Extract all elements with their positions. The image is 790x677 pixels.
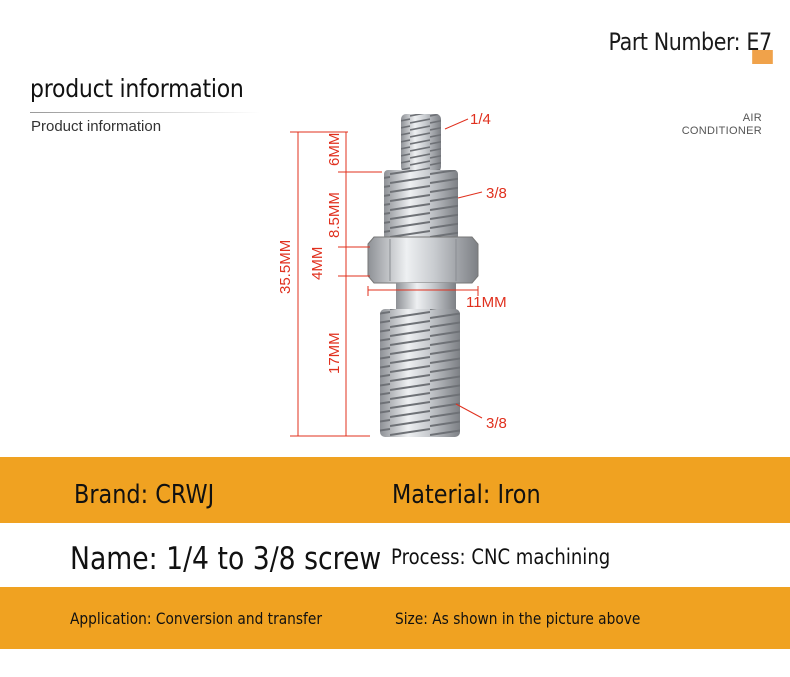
mid-thread [384, 170, 458, 240]
nut-length-label: 4MM [309, 247, 326, 280]
mid-length-label: 8.5MM [326, 192, 343, 238]
mid-thread-label: 3/8 [486, 185, 507, 202]
material-spec: Material: Iron [392, 480, 541, 510]
part-number-suffix: 7 [752, 28, 773, 64]
part-number-prefix: Part Number: E [608, 28, 760, 56]
page-subtitle: Product information [31, 118, 162, 135]
dimension-lines [290, 118, 483, 437]
size-spec: Size: As shown in the picture above [395, 609, 641, 628]
brand-spec: Brand: CRWJ [74, 480, 215, 510]
bottom-thread [380, 309, 460, 437]
page-title: product information [30, 74, 244, 103]
corner-note: AIR CONDITIONER [682, 112, 762, 138]
screw-diagram: 1/4 3/8 3/8 11MM 35.5MM 6MM 8.5MM 4MM 17… [277, 111, 507, 437]
spec-band-3 [0, 587, 790, 649]
part-number: Part Number: E7 [608, 28, 773, 64]
application-spec: Application: Conversion and transfer [70, 609, 323, 628]
title-divider [30, 112, 260, 113]
name-spec: Name: 1/4 to 3/8 screw [70, 541, 382, 577]
process-spec: Process: CNC machining [391, 545, 611, 569]
nut-width-label: 11MM [466, 294, 507, 311]
collar [396, 283, 456, 311]
spec-band-1 [0, 457, 790, 523]
top-thread-label: 1/4 [470, 111, 491, 128]
hex-nut [367, 236, 479, 284]
corner-note-line1: AIR [742, 112, 762, 124]
total-length-label: 35.5MM [277, 240, 294, 294]
top-length-label: 6MM [326, 133, 343, 166]
corner-note-line2: CONDITIONER [681, 125, 762, 137]
bottom-thread-label: 3/8 [486, 415, 507, 432]
top-thread [401, 114, 441, 172]
bottom-length-label: 17MM [326, 332, 343, 374]
